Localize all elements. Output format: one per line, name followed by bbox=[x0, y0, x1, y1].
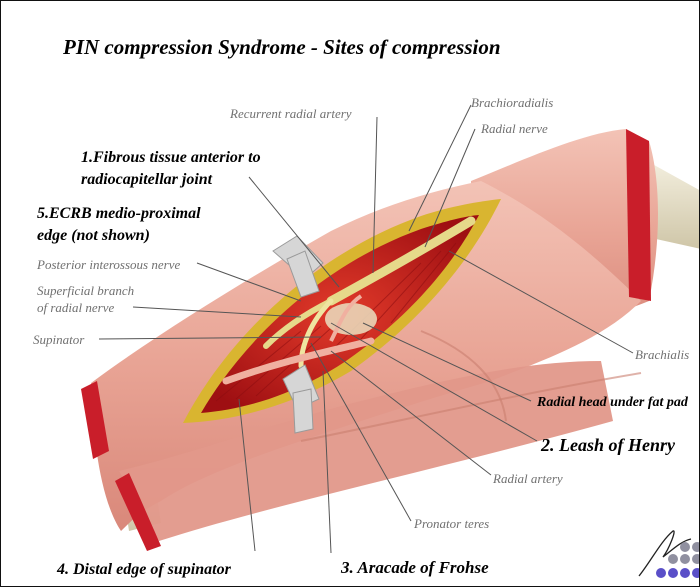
label-site-4-distal-edge-supinator: 4. Distal edge of supinator bbox=[57, 561, 231, 579]
label-pronator-teres: Pronator teres bbox=[414, 516, 489, 532]
label-brachioradialis: Brachioradialis bbox=[471, 95, 553, 111]
dot-logo bbox=[656, 542, 700, 578]
label-radial-head: Radial head under fat pad bbox=[537, 395, 688, 411]
label-radial-artery: Radial artery bbox=[493, 471, 563, 487]
label-site-2-leash-of-henry: 2. Leash of Henry bbox=[541, 435, 675, 456]
label-posterior-interosseous-nerve: Posterior interossous nerve bbox=[37, 257, 180, 273]
label-brachialis: Brachialis bbox=[635, 347, 689, 363]
label-recurrent-radial-artery: Recurrent radial artery bbox=[230, 106, 352, 122]
label-site-3-arcade-of-frohse: 3. Aracade of Frohse bbox=[341, 558, 489, 578]
label-site-1-fibrous-tissue: 1.Fibrous tissue anterior to radiocapite… bbox=[81, 147, 261, 191]
label-supinator: Supinator bbox=[33, 332, 84, 348]
label-superficial-branch: Superficial branch of radial nerve bbox=[37, 282, 134, 316]
humerus-cut-edge bbox=[626, 129, 651, 301]
diagram-title: PIN compression Syndrome - Sites of comp… bbox=[63, 35, 501, 60]
label-radial-nerve: Radial nerve bbox=[481, 121, 548, 137]
label-site-5-ecrb-edge: 5.ECRB medio-proximal edge (not shown) bbox=[37, 203, 201, 247]
